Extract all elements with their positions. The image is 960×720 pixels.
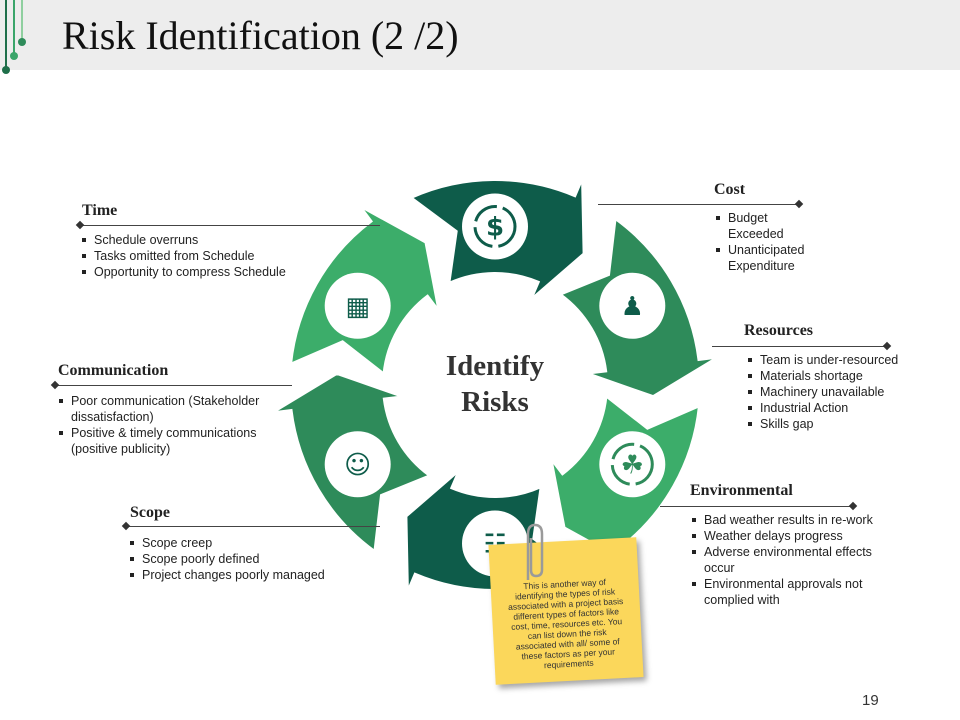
list-item: Schedule overruns (80, 232, 320, 248)
list-item: Adverse environmental effects occur (690, 544, 900, 576)
list-item: Unanticipated Expenditure (714, 242, 824, 274)
list-item: Bad weather results in re-work (690, 512, 900, 528)
environmental-rule (660, 506, 852, 507)
list-item: Skills gap (746, 416, 946, 432)
communication-list: Poor communication (Stakeholder dissatis… (57, 393, 287, 457)
list-item: Opportunity to compress Schedule (80, 264, 320, 280)
list-item: Tasks omitted from Schedule (80, 248, 320, 264)
cost-rule (598, 204, 798, 205)
svg-text:☺: ☺ (344, 450, 371, 480)
svg-text:♟: ♟ (621, 292, 644, 322)
decorative-lines (2, 0, 26, 74)
list-item: Materials shortage (746, 368, 946, 384)
resources-rule (712, 346, 886, 347)
paperclip-icon (526, 523, 544, 580)
page-number: 19 (862, 692, 879, 709)
cost-heading: Cost (714, 181, 746, 198)
list-item: Environmental approvals not complied wit… (690, 576, 900, 608)
slide-title: Risk Identification (2 /2) (62, 13, 459, 58)
list-item: Team is under-resourced (746, 352, 946, 368)
svg-text:$: $ (486, 213, 504, 243)
environmental-heading: Environmental (690, 482, 793, 499)
time-list: Schedule overruns Tasks omitted from Sch… (80, 232, 320, 280)
sticky-note-text: This is another way of identifying the t… (507, 576, 624, 671)
svg-text:☘: ☘ (621, 450, 644, 480)
time-rule (80, 225, 380, 226)
center-label: Identify Risks (405, 348, 585, 420)
time-heading: Time (82, 202, 118, 219)
dollar-cycle-icon: $ (462, 193, 528, 260)
eco-leaf-cycle-icon: ☘ (599, 431, 666, 498)
list-item: Industrial Action (746, 400, 946, 416)
center-line-2: Risks (461, 386, 529, 418)
communication-rule (56, 385, 292, 386)
list-item: Scope poorly defined (128, 551, 358, 567)
list-item: Machinery unavailable (746, 384, 946, 400)
scope-heading: Scope (130, 504, 170, 521)
title-bar (0, 0, 960, 70)
resources-list: Team is under-resourced Materials shorta… (746, 352, 946, 432)
cost-list: Budget Exceeded Unanticipated Expenditur… (714, 210, 824, 274)
scope-rule (126, 526, 380, 527)
list-item: Positive & timely communications (positi… (57, 425, 287, 457)
people-chat-icon: ☺ (324, 431, 391, 498)
list-item: Poor communication (Stakeholder dissatis… (57, 393, 287, 425)
list-item: Weather delays progress (690, 528, 900, 544)
team-hierarchy-icon: ♟ (599, 272, 666, 339)
svg-text:▦: ▦ (345, 292, 370, 322)
list-item: Project changes poorly managed (128, 567, 358, 583)
environmental-list: Bad weather results in re-work Weather d… (690, 512, 900, 608)
list-item: Budget Exceeded (714, 210, 824, 242)
calendar-clock-icon: ▦ (324, 272, 391, 339)
center-line-1: Identify (445, 350, 545, 382)
resources-heading: Resources (744, 322, 814, 339)
scope-list: Scope creep Scope poorly defined Project… (128, 535, 358, 583)
sticky-note: This is another way of identifying the t… (488, 537, 644, 685)
communication-heading: Communication (58, 362, 169, 379)
list-item: Scope creep (128, 535, 358, 551)
